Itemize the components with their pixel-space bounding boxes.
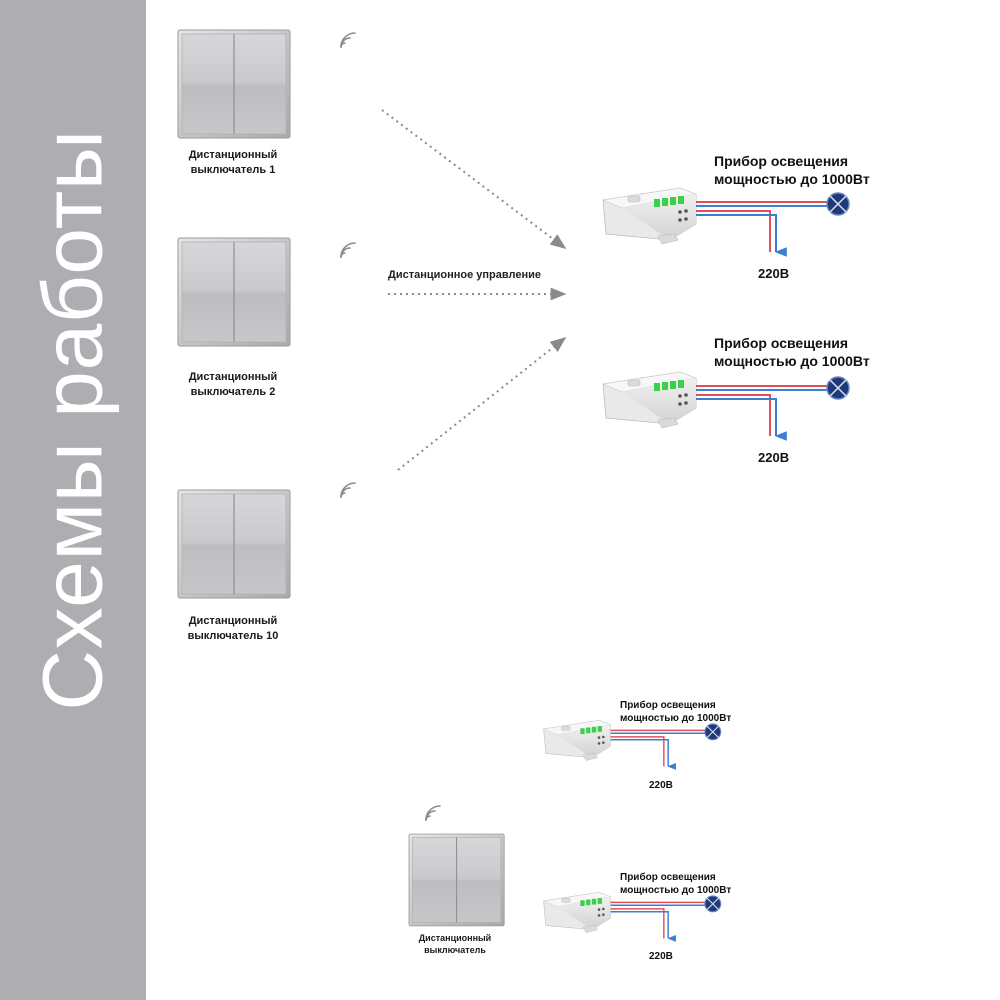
switch-1-label: Дистанционный выключатель 1	[170, 148, 296, 178]
receiver-small-1-voltage: 220В	[649, 780, 673, 791]
heading-line1: Прибор освещения	[620, 872, 716, 883]
signal-icon	[340, 32, 356, 48]
remote-control-label: Дистанционное управление	[388, 269, 541, 281]
control-arrow-3	[397, 337, 567, 471]
switch-label-line1: Дистанционный	[188, 149, 278, 161]
receiver-small-1-heading: Прибор освещения мощностью до 1000Вт	[620, 699, 731, 725]
heading-line2: мощностью до 1000Вт	[620, 713, 732, 724]
receiver-2-heading: Прибор освещения мощностью до 1000Вт	[714, 334, 870, 370]
switch-single	[408, 833, 505, 927]
heading-line2: мощностью до 1000Вт	[620, 885, 732, 896]
heading-line2: мощностью до 1000Вт	[714, 353, 870, 369]
receiver-small-2-heading: Прибор освещения мощностью до 1000Вт	[620, 871, 731, 897]
signal-icon	[340, 482, 356, 498]
receiver-module-1	[603, 188, 849, 252]
switch-single-label: Дистанционный выключатель	[400, 932, 510, 956]
switch-label-line2: выключатель	[424, 945, 486, 955]
switch-label-line1: Дистанционный	[188, 615, 278, 627]
receiver-module-small-1	[544, 720, 721, 766]
receiver-1-voltage: 220В	[758, 266, 790, 281]
switch-label-line2: выключатель 1	[190, 164, 276, 176]
heading-line1: Прибор освещения	[714, 335, 849, 351]
switch-label-line1: Дистанционный	[418, 933, 492, 943]
heading-line1: Прибор освещения	[620, 700, 716, 711]
heading-line2: мощностью до 1000Вт	[714, 171, 870, 187]
switch-label-line2: выключатель 10	[187, 630, 279, 642]
switch-label-line2: выключатель 2	[190, 386, 276, 398]
signal-icon	[340, 242, 356, 258]
signal-icon	[425, 805, 441, 821]
control-arrow-1	[381, 109, 567, 249]
switch-1	[177, 29, 291, 139]
switch-2	[177, 237, 291, 347]
heading-line1: Прибор освещения	[714, 153, 849, 169]
sidebar: Схемы работы	[0, 0, 146, 1000]
switch-10	[177, 489, 291, 599]
switch-label-line1: Дистанционный	[188, 371, 278, 383]
receiver-2-voltage: 220В	[758, 450, 790, 465]
receiver-module-2	[603, 372, 849, 436]
receiver-module-small-2	[544, 892, 721, 938]
switch-2-label: Дистанционный выключатель 2	[170, 370, 296, 400]
receiver-small-2-voltage: 220В	[649, 951, 673, 962]
receiver-1-heading: Прибор освещения мощностью до 1000Вт	[714, 152, 870, 188]
switch-10-label: Дистанционный выключатель 10	[170, 614, 296, 644]
